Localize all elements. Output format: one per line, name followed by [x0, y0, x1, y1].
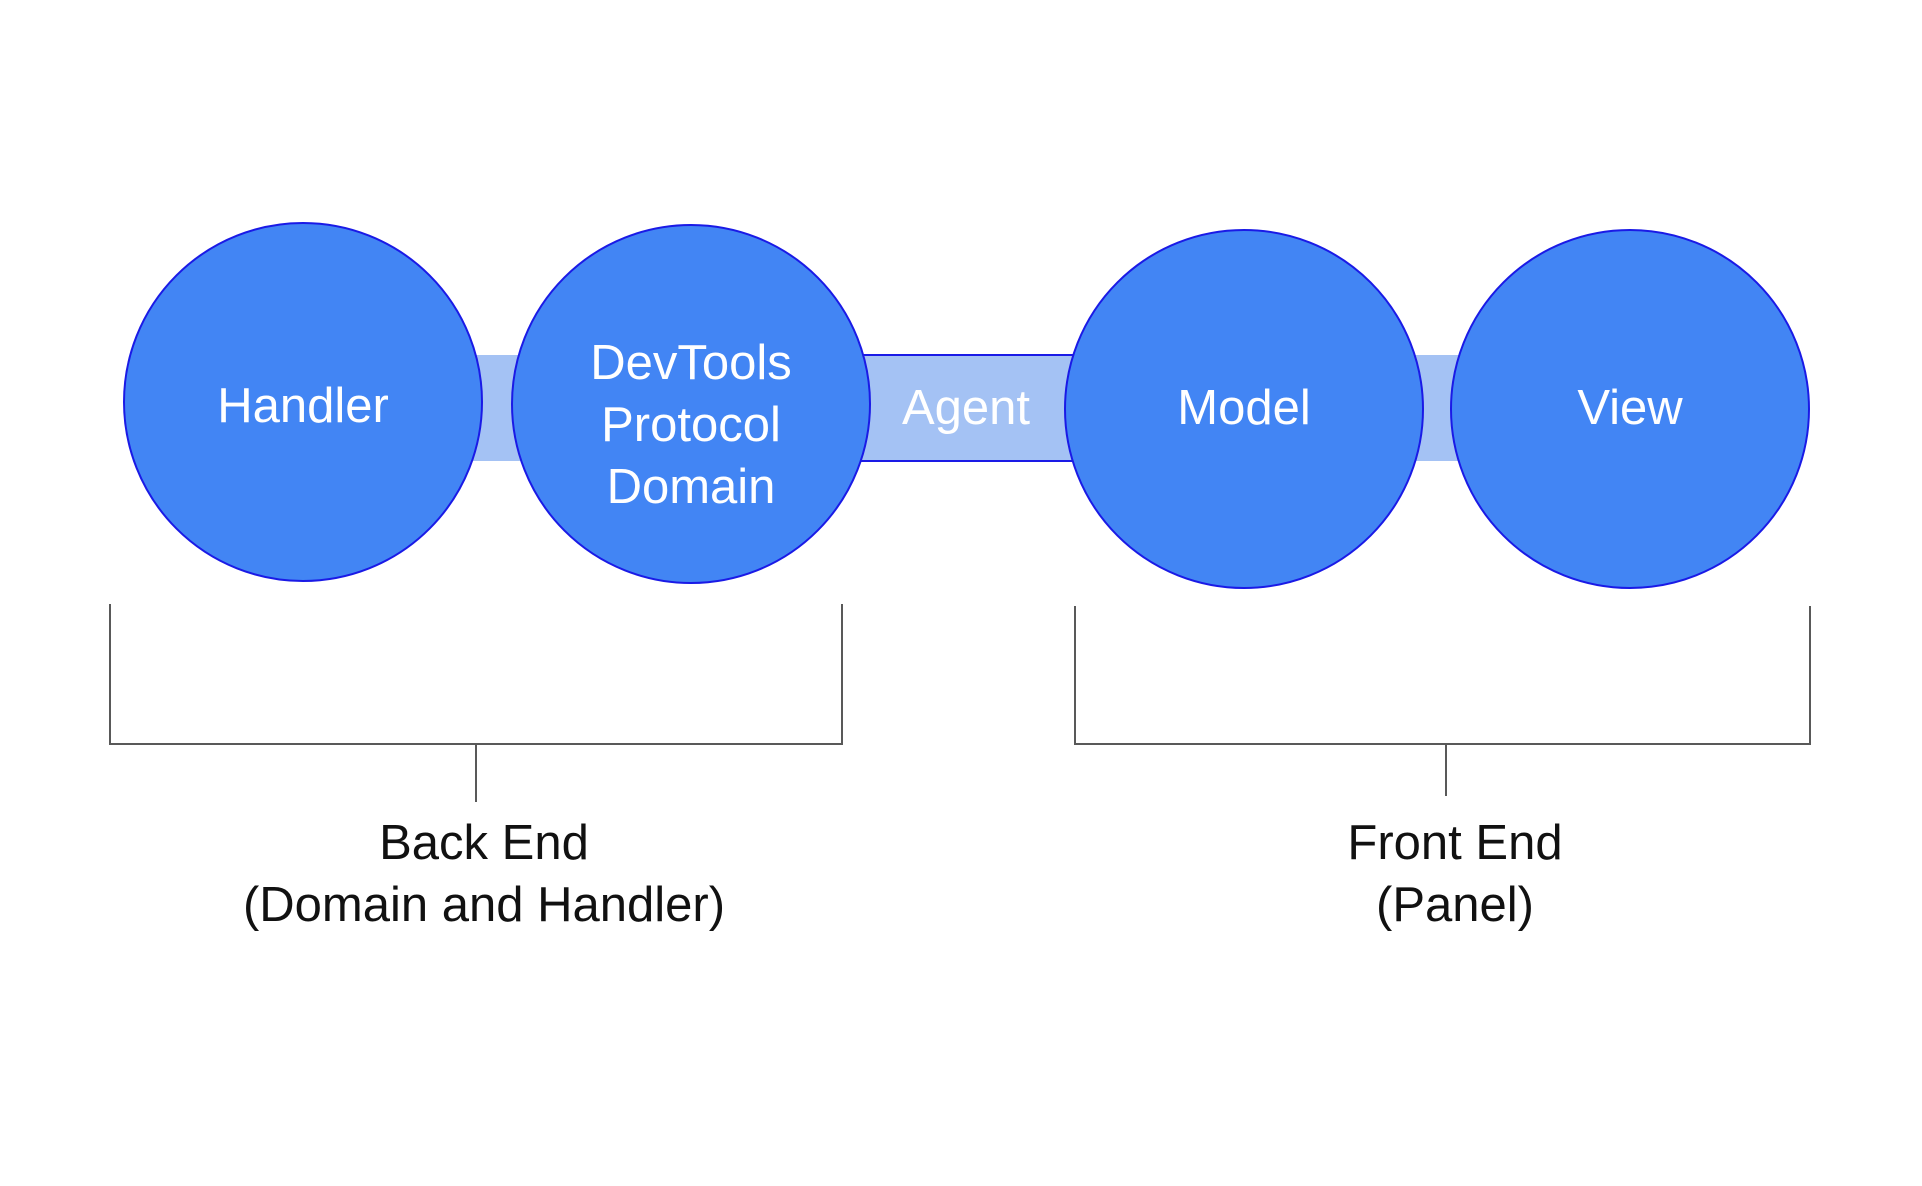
back-end-bracket: [109, 604, 843, 802]
model-label: Model: [1177, 381, 1310, 435]
model-node: [1064, 229, 1424, 589]
front-end-bracket: [1074, 606, 1811, 796]
protocol-label: Protocol: [601, 398, 781, 452]
front-end-title: Front End: [1347, 816, 1562, 870]
handler-label: Handler: [217, 379, 389, 433]
devtools-protocol-domain-node: [511, 224, 871, 584]
view-label: View: [1577, 381, 1683, 435]
devtools-label: DevTools: [590, 336, 792, 390]
agent-label: Agent: [902, 381, 1030, 435]
back-end-title: Back End: [379, 816, 589, 870]
back-end-subtitle: (Domain and Handler): [243, 878, 725, 932]
handler-node: [123, 222, 483, 582]
front-end-subtitle: (Panel): [1376, 878, 1534, 932]
domain-label: Domain: [607, 460, 776, 514]
connector-agent: [844, 354, 1086, 462]
view-node: [1450, 229, 1810, 589]
